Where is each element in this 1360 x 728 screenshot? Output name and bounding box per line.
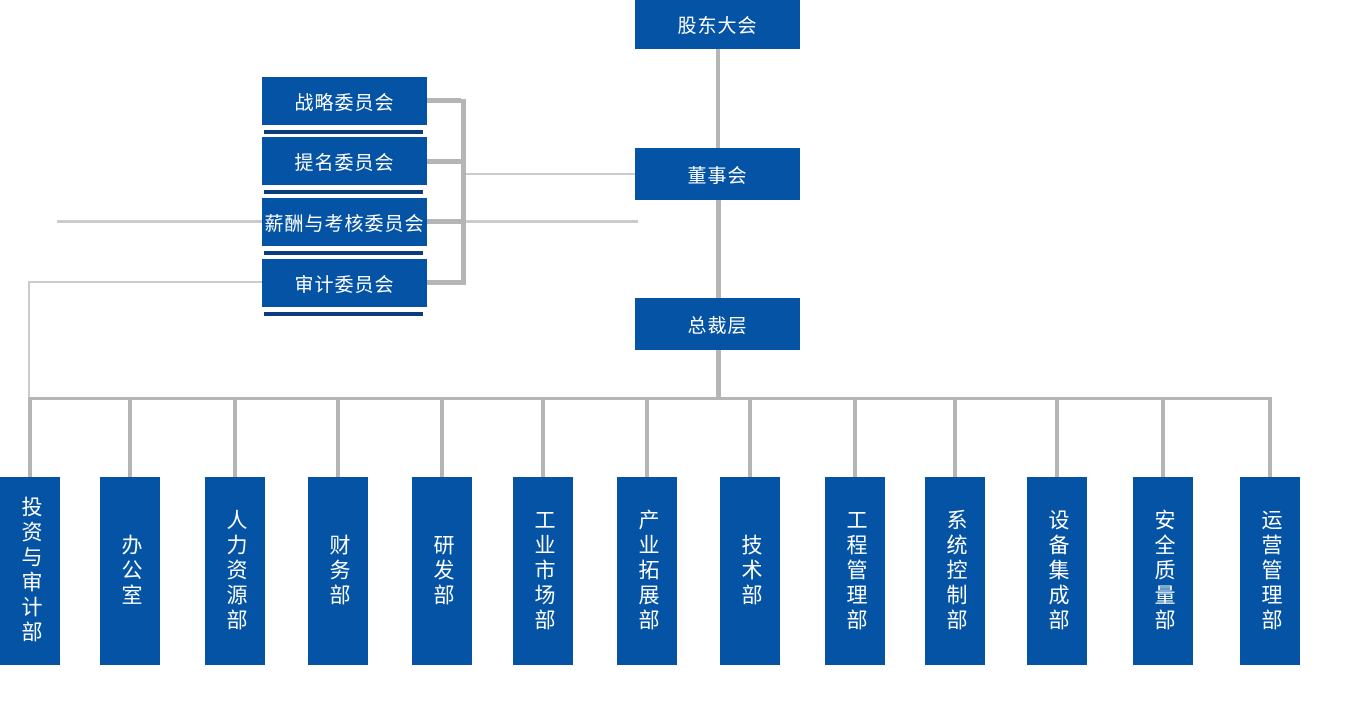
node-label: 系统控制部	[944, 508, 967, 634]
connector-drop-12	[1161, 400, 1165, 477]
node-dept-operations-management: 运营管理部	[1240, 477, 1300, 665]
node-label: 运营管理部	[1259, 508, 1282, 634]
connector-drop-9	[853, 400, 857, 477]
connector-committees-board	[466, 173, 635, 175]
node-dept-system-control: 系统控制部	[925, 477, 985, 665]
node-label: 工程管理部	[844, 508, 867, 634]
connector-president-drop	[716, 350, 721, 398]
node-dept-investment-audit: 投资与审计部	[0, 477, 60, 665]
connector-drop-5	[440, 400, 444, 477]
node-label: 技术部	[739, 533, 762, 609]
node-president-level: 总裁层	[635, 298, 800, 350]
connector-drop-2	[128, 400, 132, 477]
node-committee-audit: 审计委员会	[262, 259, 427, 316]
node-shareholders-meeting: 股东大会	[635, 0, 800, 49]
node-dept-human-resources: 人力资源部	[205, 477, 265, 665]
node-committee-compensation-assessment: 薪酬与考核委员会	[262, 198, 427, 255]
connector-drop-4	[336, 400, 340, 477]
node-label: 董事会	[687, 165, 748, 187]
node-label: 设备集成部	[1046, 508, 1069, 634]
connector-drop-7	[645, 400, 649, 477]
node-dept-engineering-management: 工程管理部	[825, 477, 885, 665]
connector-drop-10	[953, 400, 957, 477]
node-label: 总裁层	[687, 315, 748, 337]
connector-drop-3	[233, 400, 237, 477]
connector-stub-compensation	[427, 219, 461, 224]
node-committee-strategy: 战略委员会	[262, 77, 427, 134]
connector-stub-nomination	[427, 159, 461, 164]
connector-audit-left	[28, 281, 262, 283]
connector-drop-13	[1268, 400, 1272, 477]
node-dept-industry-expansion: 产业拓展部	[617, 477, 677, 665]
node-dept-industrial-market: 工业市场部	[513, 477, 573, 665]
node-dept-finance: 财务部	[308, 477, 368, 665]
node-label: 投资与审计部	[19, 496, 42, 646]
node-label: 提名委员会	[294, 152, 395, 174]
node-label: 薪酬与考核委员会	[264, 213, 425, 235]
node-label: 工业市场部	[532, 508, 555, 634]
node-label: 研发部	[431, 533, 454, 609]
node-label: 战略委员会	[294, 92, 395, 114]
node-label: 安全质量部	[1152, 508, 1175, 634]
node-dept-technology: 技术部	[720, 477, 780, 665]
node-label: 股东大会	[677, 16, 758, 37]
connector-stub-audit	[427, 280, 461, 285]
connector-drop-1	[28, 400, 32, 477]
connector-compensation-right	[466, 220, 638, 223]
node-label: 办公室	[119, 533, 142, 609]
node-dept-equipment-integration: 设备集成部	[1027, 477, 1087, 665]
connector-drop-6	[541, 400, 545, 477]
node-label: 财务部	[327, 533, 350, 609]
connector-shareholders-board	[716, 49, 720, 148]
node-dept-office: 办公室	[100, 477, 160, 665]
node-board-of-directors: 董事会	[635, 148, 800, 200]
connector-distribution-line	[28, 397, 1272, 400]
connector-drop-8	[748, 400, 752, 477]
node-dept-safety-quality: 安全质量部	[1133, 477, 1193, 665]
node-label: 产业拓展部	[636, 508, 659, 634]
connector-compensation-left	[57, 220, 262, 223]
node-dept-rnd: 研发部	[412, 477, 472, 665]
node-committee-nomination: 提名委员会	[262, 137, 427, 194]
connector-board-president	[716, 200, 721, 298]
connector-committee-spine	[461, 99, 466, 285]
node-label: 人力资源部	[224, 508, 247, 634]
connector-drop-11	[1055, 400, 1059, 477]
connector-audit-down	[28, 281, 30, 399]
connector-stub-strategy	[427, 98, 461, 103]
node-label: 审计委员会	[294, 274, 395, 296]
